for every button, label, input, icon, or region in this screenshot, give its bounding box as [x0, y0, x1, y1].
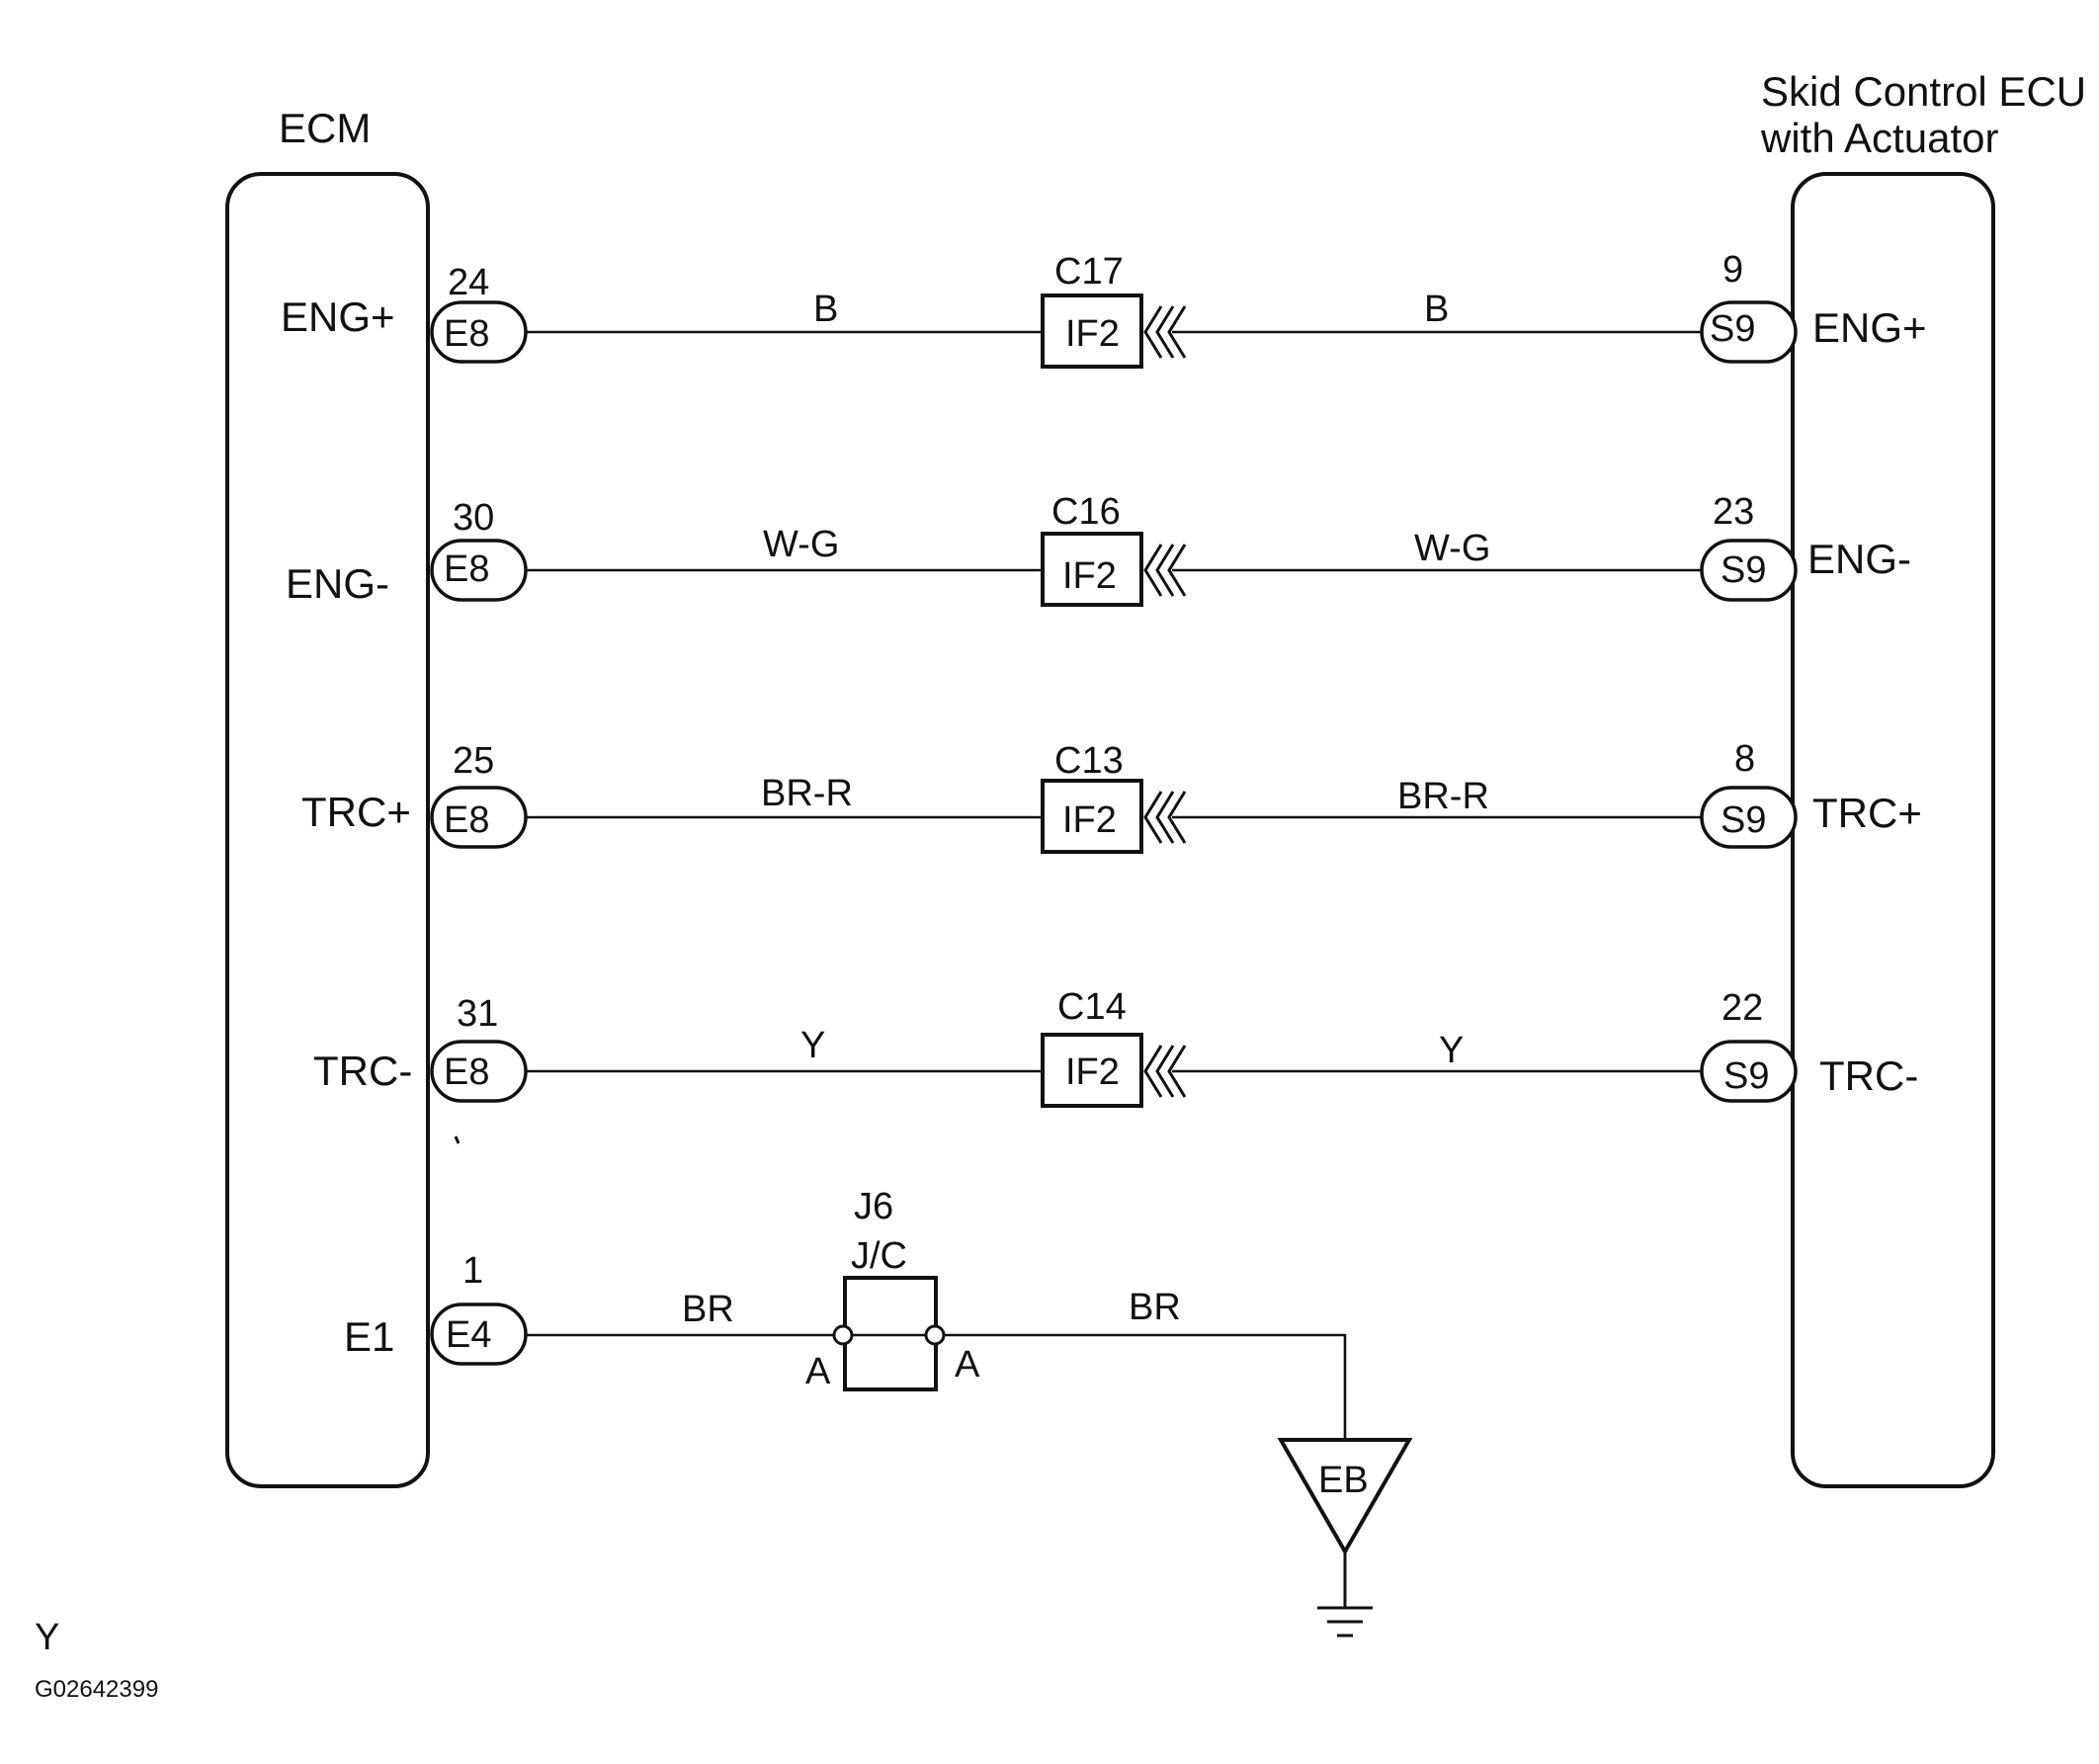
jc-right-pin: A [955, 1344, 980, 1386]
skid-connector-id: S9 [1710, 308, 1755, 350]
ecm-box [225, 172, 430, 1488]
skid-pin-number: 22 [1721, 987, 1763, 1029]
junction-block [843, 1276, 938, 1391]
wire-color-right: Y [1439, 1030, 1464, 1071]
junction-id: IF2 [1062, 799, 1117, 841]
skid-connector-id: S9 [1721, 799, 1766, 841]
skid-pin-number: 8 [1734, 738, 1755, 780]
skid-pin-number: 23 [1713, 491, 1754, 533]
ecm-pin-label: TRC- [313, 1048, 412, 1094]
jc-id: J6 [854, 1186, 893, 1227]
circuit-trc-minus: TRC- 31 E8 Y C14 IF2 Y 22 S9 TRC- [313, 986, 1918, 1108]
connector-chevron-icon [1143, 305, 1187, 359]
wire-color-right: BR [1129, 1287, 1181, 1328]
skid-pin-label: ENG+ [1812, 304, 1927, 351]
junction-id: IF2 [1062, 555, 1117, 597]
ecm-connector-id: E8 [444, 799, 489, 841]
stray-mark [454, 1135, 461, 1144]
junction-pin: C13 [1054, 740, 1124, 782]
wire-color-left: B [813, 289, 838, 330]
skid-connector [1700, 300, 1798, 364]
ecm-connector-id: E8 [444, 1051, 489, 1093]
ecm-pin-label: TRC+ [301, 789, 411, 835]
wire-color-left: BR [682, 1289, 734, 1330]
ground-point-marker [1277, 1438, 1413, 1556]
connector-chevron-icon [1143, 791, 1187, 844]
wire-color-left: BR-R [761, 773, 853, 814]
junction-id: IF2 [1065, 1051, 1120, 1093]
junction-pin: C14 [1057, 986, 1127, 1028]
ground-point-id: EB [1318, 1460, 1369, 1501]
wire-color-left: Y [800, 1025, 825, 1066]
skid-connector [1700, 1040, 1798, 1103]
wire-color-left: W-G [763, 524, 839, 565]
junction-connector [1041, 1033, 1143, 1108]
ecm-pin-number: 31 [457, 993, 498, 1035]
skid-pin-label: TRC- [1819, 1052, 1918, 1099]
jc-right-terminal [924, 1324, 946, 1346]
ecm-pin-number: 30 [453, 497, 494, 539]
skid-title-line1: Skid Control ECU [1761, 68, 2086, 115]
circuit-e1-ground: E1 1 E4 BR J6 J/C A A BR EB [344, 1186, 1413, 1638]
ecm-connector-id: E8 [444, 313, 489, 355]
wire-color-right: W-G [1414, 528, 1490, 569]
circuit-eng-plus: ENG+ 24 E8 B C17 IF2 B 9 S9 ENG+ [281, 249, 1927, 369]
figure-id: G02642399 [35, 1676, 158, 1703]
ecm-pin-number: 25 [453, 740, 494, 782]
wire-key: Y [35, 1617, 59, 1658]
skid-title-line2: with Actuator [1760, 115, 1998, 161]
ecm-block: ECM [225, 105, 430, 1488]
wire-right [944, 1333, 1347, 1440]
junction-id: IF2 [1065, 313, 1120, 355]
connector-chevron-icon [1143, 1045, 1187, 1098]
junction-pin: C16 [1051, 491, 1121, 533]
skid-control-ecu-block: Skid Control ECU with Actuator [1760, 68, 2086, 1488]
skid-pin-label: ENG- [1807, 536, 1911, 582]
wire-color-right: BR-R [1397, 776, 1489, 817]
ecm-pin-number: 24 [448, 262, 489, 303]
connector-chevron-icon [1143, 544, 1187, 597]
skid-pin-label: TRC+ [1812, 790, 1922, 836]
junction-connector [1041, 779, 1143, 854]
jc-left-terminal [832, 1324, 854, 1346]
skid-connector [1700, 539, 1798, 602]
skid-pin-number: 9 [1722, 249, 1743, 291]
circuit-trc-plus: TRC+ 25 E8 BR-R C13 IF2 BR-R 8 S9 TRC+ [301, 738, 1922, 854]
ecm-pin-label: E1 [344, 1313, 394, 1360]
jc-left-pin: A [805, 1351, 831, 1392]
ecm-pin-label: ENG+ [281, 294, 395, 340]
ecm-title: ECM [279, 105, 371, 151]
ecm-pin-label: ENG- [286, 560, 389, 607]
skid-connector [1700, 786, 1798, 849]
junction-connector [1041, 532, 1143, 607]
wire-color-right: B [1424, 289, 1449, 330]
ecm-pin-number: 1 [462, 1250, 483, 1292]
ground-icon [1317, 1606, 1373, 1638]
junction-connector [1041, 294, 1143, 369]
skid-connector-id: S9 [1721, 549, 1766, 591]
circuit-eng-minus: ENG- 30 E8 W-G C16 IF2 W-G 23 S9 ENG- [286, 491, 1911, 607]
ecm-connector-id: E8 [444, 548, 489, 590]
junction-pin: C17 [1054, 251, 1124, 293]
jc-label: J/C [851, 1235, 907, 1277]
skid-connector-id: S9 [1723, 1055, 1769, 1097]
ecm-connector-id: E4 [446, 1314, 491, 1356]
